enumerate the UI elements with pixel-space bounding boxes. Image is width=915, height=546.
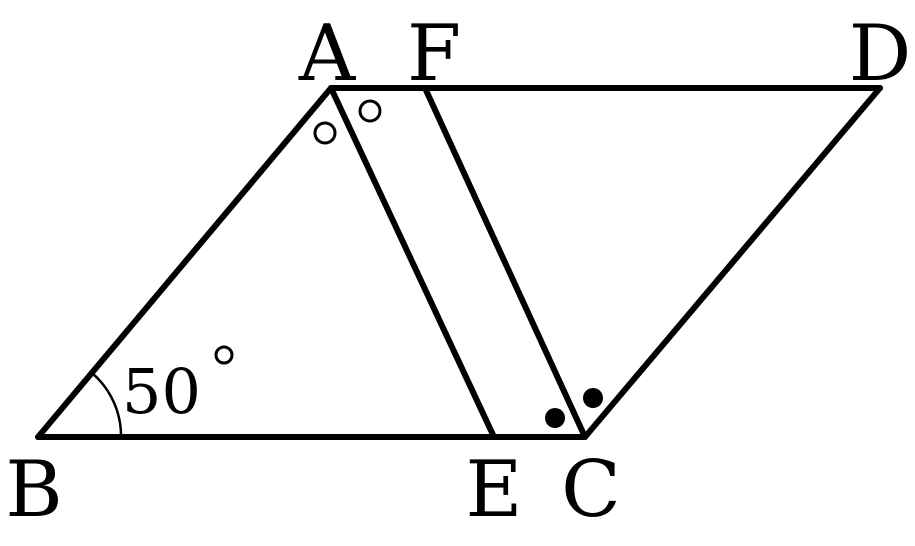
angle-b-arc [91,372,123,438]
segment-cd [582,85,883,440]
vertex-label-e: E [466,445,523,535]
vertex-label-c: C [561,445,621,535]
angle-mark-c-2 [583,388,603,408]
segment-ae [328,85,497,440]
vertex-label-f: F [407,9,461,99]
segment-ab [35,85,334,440]
vertex-label-a: A [298,9,357,99]
vertex-label-b: B [5,445,62,535]
degree-symbol [214,345,234,365]
angle-mark-a-2 [358,99,382,123]
segment-cf [422,85,588,440]
angle-mark-c-1 [545,408,565,428]
angle-mark-a-1 [313,121,337,145]
vertex-label-d: D [849,9,912,99]
angle-b-value: 50 [122,355,201,428]
